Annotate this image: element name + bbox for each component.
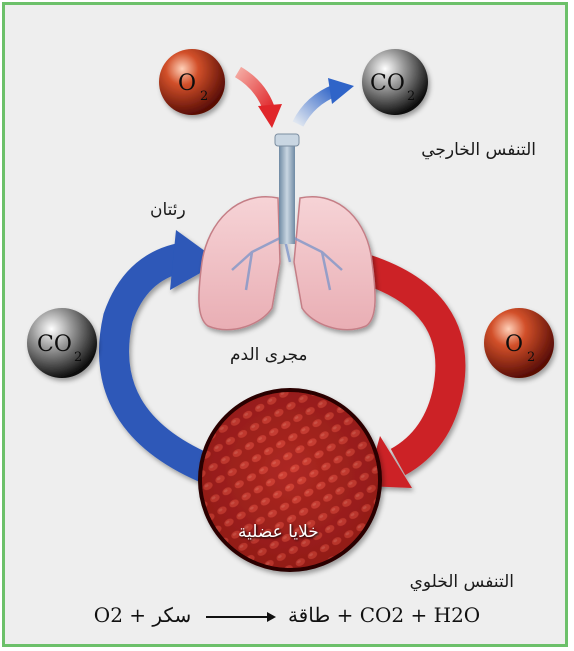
svg-text:2: 2	[200, 89, 208, 104]
larynx	[275, 134, 299, 146]
svg-text:2: 2	[407, 89, 415, 104]
svg-text:CO: CO	[370, 71, 405, 96]
inhale-arrow	[238, 72, 282, 128]
svg-text:O: O	[505, 332, 523, 357]
svg-text:CO: CO	[37, 332, 72, 357]
trachea	[279, 140, 295, 244]
svg-text:O: O	[178, 71, 196, 96]
respiration-equation: سكر + O2 CO2 + H2O + طاقة	[0, 603, 574, 627]
exhale-arrow	[298, 78, 354, 124]
equation-left: سكر + O2	[94, 603, 191, 627]
muscle-cells-label: خلايا عضلية	[238, 522, 319, 542]
co2-molecule-left: CO 2	[27, 308, 97, 378]
external-respiration-label: التنفس الخارجي	[421, 140, 536, 160]
o2-molecule-top: O 2	[159, 49, 225, 115]
svg-text:2: 2	[527, 350, 535, 365]
svg-text:2: 2	[74, 350, 82, 365]
equation-right: CO2 + H2O + طاقة	[288, 603, 480, 627]
lungs-label: رئتان	[150, 200, 186, 220]
muscle-cells-illustration	[200, 390, 380, 570]
co2-molecule-top: CO 2	[362, 49, 428, 115]
equation-arrow	[206, 616, 274, 618]
cellular-respiration-label: التنفس الخلوي	[410, 572, 514, 592]
bloodstream-label: مجرى الدم	[230, 345, 308, 365]
o2-molecule-right: O 2	[484, 308, 554, 378]
